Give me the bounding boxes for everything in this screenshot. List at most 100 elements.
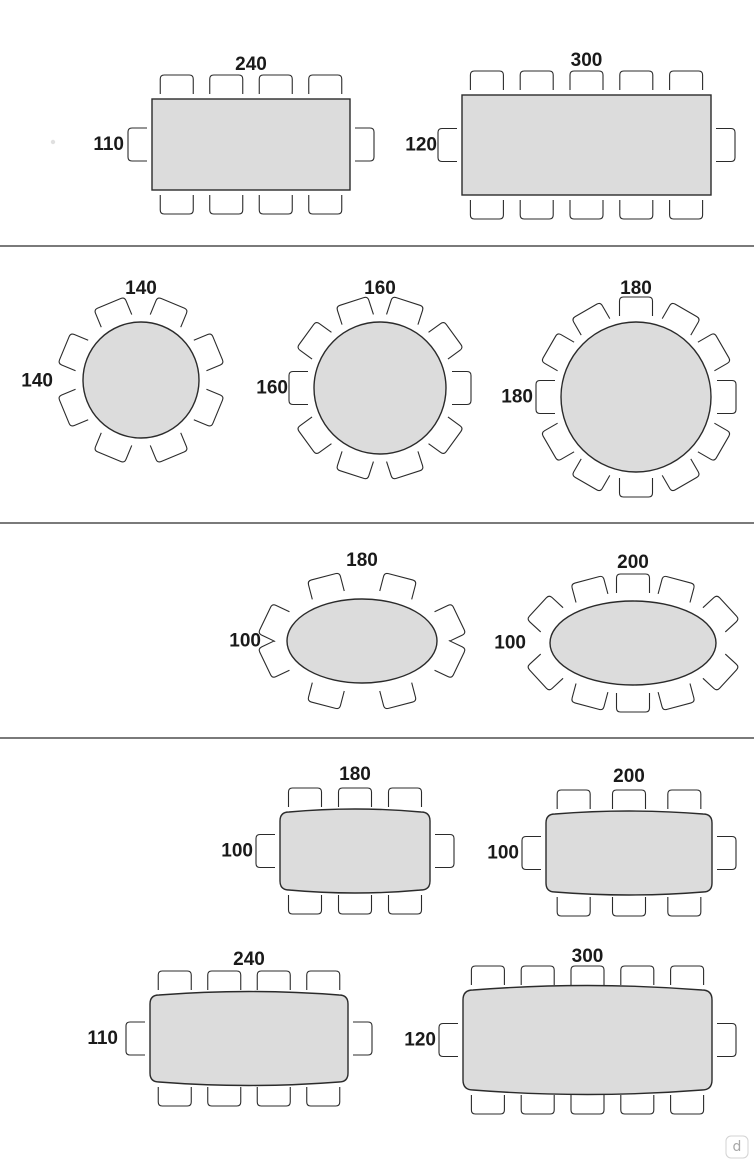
labels-layer: 240 110 300 120 140 140 160 160 180 180 180 100 200 1… xyxy=(21,50,652,1051)
table-top-barrel xyxy=(462,984,713,1096)
chair xyxy=(521,835,541,871)
chair xyxy=(355,127,375,162)
chair xyxy=(527,653,564,691)
table-top-barrel xyxy=(149,990,349,1087)
chair xyxy=(571,575,609,603)
table-top-oval xyxy=(549,600,717,686)
chair xyxy=(337,895,373,915)
table-top-rectangular xyxy=(151,98,351,191)
chair xyxy=(94,297,133,328)
chair xyxy=(572,458,611,492)
chair xyxy=(572,302,611,336)
width-label: 120 xyxy=(405,135,437,156)
chair xyxy=(556,789,591,809)
chair xyxy=(438,1022,458,1058)
chair xyxy=(193,333,224,372)
chair xyxy=(661,458,700,492)
chair xyxy=(387,787,423,807)
width-label: 100 xyxy=(229,631,261,652)
chair xyxy=(307,572,345,600)
chair xyxy=(336,296,374,325)
width-label: 100 xyxy=(221,841,253,862)
length-label: 240 xyxy=(235,54,267,75)
chair xyxy=(469,200,504,220)
table-top-barrel xyxy=(545,810,713,896)
chair xyxy=(353,1021,373,1056)
width-label: 100 xyxy=(487,843,519,864)
chair xyxy=(308,74,343,94)
table-top-round xyxy=(560,321,712,473)
length-label: 140 xyxy=(125,278,157,299)
chair xyxy=(615,573,651,593)
chair xyxy=(386,451,424,480)
width-label: 110 xyxy=(93,134,124,155)
table-top-barrel xyxy=(279,808,431,894)
chair xyxy=(58,333,89,372)
chair xyxy=(258,604,290,643)
chair xyxy=(157,1087,192,1107)
chair xyxy=(337,787,373,807)
chair xyxy=(697,333,731,372)
chair xyxy=(437,127,457,163)
chair xyxy=(619,200,654,220)
chair xyxy=(288,370,308,406)
chair xyxy=(434,604,466,643)
chair xyxy=(159,195,194,215)
chair xyxy=(386,296,424,325)
chair xyxy=(667,897,702,917)
chair xyxy=(434,639,466,678)
chair xyxy=(127,127,147,162)
chair xyxy=(306,1087,341,1107)
width-label: 160 xyxy=(256,378,288,399)
chair xyxy=(58,388,89,427)
chair xyxy=(535,379,555,415)
chair xyxy=(570,965,605,985)
chair xyxy=(520,1095,555,1115)
width-label: 100 xyxy=(494,633,526,654)
chair xyxy=(379,572,417,600)
chair xyxy=(159,74,194,94)
chair xyxy=(618,296,654,316)
chair xyxy=(620,965,655,985)
chair xyxy=(255,833,275,869)
chair xyxy=(258,74,293,94)
chair xyxy=(94,432,133,463)
chair xyxy=(149,297,188,328)
chair xyxy=(611,897,647,917)
chair xyxy=(520,965,555,985)
width-label: 140 xyxy=(21,371,53,392)
chair xyxy=(717,835,737,871)
chair xyxy=(716,127,736,163)
chairs-layer xyxy=(58,70,739,1115)
chair xyxy=(306,970,341,990)
table-top-oval xyxy=(286,598,438,684)
length-label: 180 xyxy=(346,550,378,571)
chair xyxy=(336,451,374,480)
chair xyxy=(702,595,739,633)
chair xyxy=(570,1095,605,1115)
chair xyxy=(387,895,423,915)
chair xyxy=(428,416,463,455)
chair xyxy=(379,682,417,710)
length-label: 180 xyxy=(620,278,652,299)
faint-dot xyxy=(50,139,56,145)
chair xyxy=(125,1021,145,1056)
chair xyxy=(661,302,700,336)
width-label: 180 xyxy=(501,387,533,408)
chair xyxy=(470,965,505,985)
tables-layer xyxy=(82,94,717,1096)
chair xyxy=(619,70,654,90)
length-label: 160 xyxy=(364,278,396,299)
chair xyxy=(308,195,343,215)
chair xyxy=(657,575,695,603)
width-label: 110 xyxy=(87,1028,118,1049)
chair xyxy=(541,333,575,372)
chair xyxy=(615,693,651,713)
length-label: 300 xyxy=(572,946,604,967)
chair xyxy=(669,200,704,220)
length-label: 200 xyxy=(613,766,645,787)
chair xyxy=(569,70,604,90)
chair xyxy=(618,478,654,498)
chair xyxy=(256,970,291,990)
